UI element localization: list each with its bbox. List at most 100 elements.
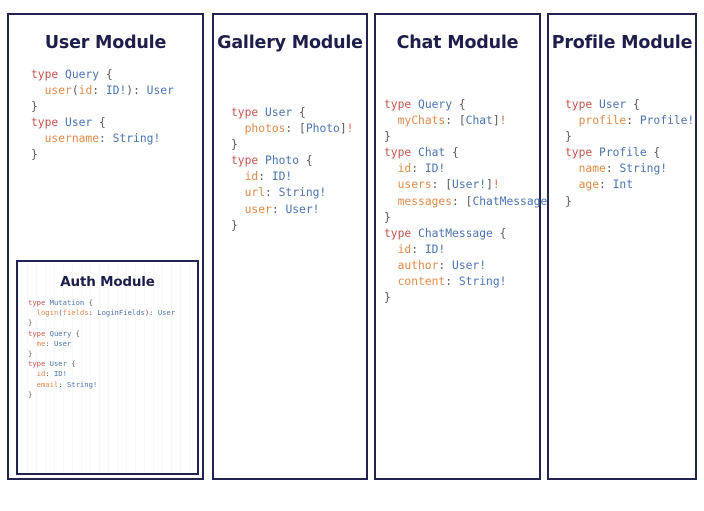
code-token: author [397,258,439,272]
module-card-chat[interactable]: Chat Module type Query { myChats: [Chat]… [374,13,561,480]
code-token: Photo [265,154,300,168]
module-card-profile[interactable]: Profile Module type User { profile: Prof… [547,13,697,480]
code-token: ! [499,114,507,128]
module-title-user: User Module [44,33,167,53]
code-token: { [292,106,306,119]
code-token: type [384,146,419,160]
code-token [231,203,245,216]
code-token: ] [486,178,493,192]
code-token: ChatMessage [472,194,548,208]
module-card-gallery[interactable]: Gallery Module type User { photos: [Phot… [212,13,368,480]
code-token [565,162,579,175]
code-token: name [578,162,606,176]
code-token: Mutation [49,298,85,307]
code-token: ( [71,84,79,98]
code-token: type [231,106,266,119]
code-token: : [438,258,453,272]
code-token: id [397,162,412,176]
code-token: [ [445,178,453,192]
code-token: String! [66,379,98,389]
code-token: : [431,178,446,192]
code-token: type [28,328,50,338]
code-block-profile-0: type User { profile: Profile! } [549,97,695,145]
code-token: } [384,210,391,224]
code-token [384,195,398,208]
code-token [384,275,398,288]
code-token: User [157,308,176,318]
module-card-user[interactable]: User Module type Query { user(id: ID!): … [7,13,204,480]
code-token [31,84,45,97]
code-token: Query [65,68,100,81]
code-token: : [258,170,272,184]
module-title-profile: Profile Module [551,33,693,53]
code-token: id [244,170,259,184]
code-token: String! [278,186,327,200]
code-token: : [88,308,98,318]
code-token [31,132,45,145]
code-token: ] [492,114,500,128]
code-token [384,114,398,127]
code-token [231,122,245,135]
code-token [565,178,579,191]
code-token: ChatMessage [418,226,493,240]
code-token: login [36,308,59,318]
code-token: type [28,298,50,307]
code-block-auth-1: type Query { me: User } [18,329,197,360]
code-token: String! [112,132,161,146]
code-token: type [565,98,600,111]
code-token: user [244,202,272,216]
code-token: profile [578,114,627,128]
code-token: : [445,275,459,289]
code-token: { [492,226,507,240]
code-token: { [299,154,313,168]
code-token: type [31,68,66,81]
code-token: : [45,338,54,348]
code-token: } [28,349,33,359]
module-card-auth[interactable]: Auth Module type Mutation { login(fields… [16,260,199,475]
code-token: } [31,148,38,162]
code-token: : [285,122,300,136]
code-token: LoginFields [97,308,145,318]
code-block-chat-2: type ChatMessage { id: ID! author: User!… [376,226,539,306]
code-token [28,339,37,348]
code-token: : [99,132,113,146]
code-token: String! [458,275,507,289]
code-token [28,369,37,378]
code-token: : [58,379,67,389]
code-token: : [265,186,279,200]
code-token: content [397,275,446,289]
code-token: ): [144,308,158,318]
code-block-auth-2: type User { id: ID! email: String! } [18,359,197,400]
code-token: : [452,194,466,208]
code-token: User [146,84,174,98]
code-token: Chat [465,114,493,128]
code-token: user [44,84,72,98]
code-token [384,243,398,256]
code-token: : [45,369,54,379]
code-token: { [445,146,459,160]
code-token: } [384,130,391,144]
code-token: } [384,291,391,305]
code-token: email [36,379,59,389]
code-block-profile-1: type Profile { name: String! age: Int } [549,145,695,209]
code-token: [ [458,114,466,128]
module-title-auth: Auth Module [60,274,155,290]
code-token: url [244,186,266,200]
code-block-auth-0: type Mutation { login(fields: LoginField… [18,298,197,329]
code-token: : [271,202,286,216]
code-token [28,308,37,317]
code-token: : [92,84,106,98]
code-token: User [65,116,93,130]
code-token: { [452,98,466,111]
code-token: : [605,162,620,176]
code-token: User! [452,258,487,272]
code-token [384,162,398,175]
code-token: { [92,116,106,130]
code-token: ! [346,122,354,136]
code-token: } [565,130,572,144]
code-token: User [53,338,72,348]
code-token: { [71,328,80,338]
code-token: } [231,218,238,232]
code-token: myChats [397,114,446,128]
